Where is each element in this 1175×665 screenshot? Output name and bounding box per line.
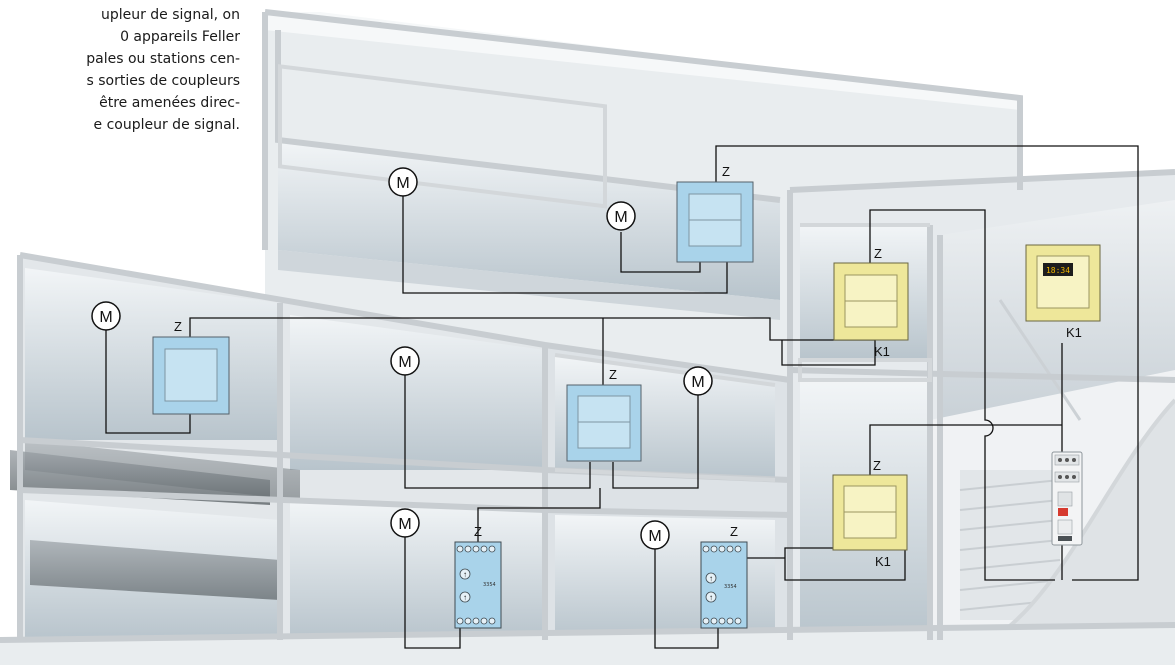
station-label: Z <box>722 164 730 179</box>
motor: M <box>91 301 121 331</box>
rail-module: ↑ ↑ 3354 Z <box>700 524 748 629</box>
coupler-label: K1 <box>874 344 890 359</box>
motor-label: M <box>99 309 112 326</box>
arrow-up-icon: ↑ <box>709 574 713 583</box>
coupler-label: K1 <box>875 554 891 569</box>
station-label: Z <box>873 458 881 473</box>
motor: M <box>388 167 418 197</box>
din-relay <box>1051 451 1083 546</box>
motor: M <box>606 201 636 231</box>
motor: M <box>640 520 670 550</box>
blue-switch-station: Z <box>676 164 754 263</box>
yellow-coupler: Z K1 <box>832 458 908 569</box>
station-label: Z <box>609 367 617 382</box>
motor: M <box>390 346 420 376</box>
motor-label: M <box>691 374 704 391</box>
intro-line: upleur de signal, on <box>100 7 240 23</box>
intro-line: s sorties de coupleurs <box>86 73 241 89</box>
station-label: Z <box>874 246 882 261</box>
intro-line: pales ou stations cen- <box>86 51 240 67</box>
station-label: Z <box>474 524 482 539</box>
timer-display: 18:34 <box>1046 266 1070 275</box>
motor: M <box>683 366 713 396</box>
intro-line: 0 appareils Feller <box>120 29 240 45</box>
arrow-up-icon: ↑ <box>463 570 467 579</box>
station-label: Z <box>174 319 182 334</box>
module-number: 3354 <box>724 584 737 590</box>
motor-label: M <box>398 354 411 371</box>
motor: M <box>390 508 420 538</box>
arrow-up-icon: ↑ <box>463 593 467 602</box>
intro-paragraph: upleur de signal, on 0 appareils Feller … <box>0 4 240 136</box>
station-label: Z <box>730 524 738 539</box>
blue-switch-station: Z <box>566 367 642 462</box>
arrow-up-icon: ↑ <box>709 593 713 602</box>
blue-switch-station: Z <box>152 319 230 415</box>
motor-label: M <box>396 175 409 192</box>
motor-label: M <box>614 209 627 226</box>
wiring <box>105 145 1139 649</box>
rail-module: ↑ ↑ 3354 Z <box>454 524 502 629</box>
module-number: 3354 <box>483 582 496 588</box>
motor-label: M <box>398 516 411 533</box>
yellow-coupler: Z K1 <box>833 246 909 359</box>
motor-label: M <box>648 528 661 545</box>
coupler-label: K1 <box>1066 325 1082 340</box>
yellow-timer-coupler: 18:34 K1 <box>1025 244 1101 340</box>
intro-line: être amenées direc- <box>99 95 240 111</box>
intro-line: e coupleur de signal. <box>93 117 240 133</box>
